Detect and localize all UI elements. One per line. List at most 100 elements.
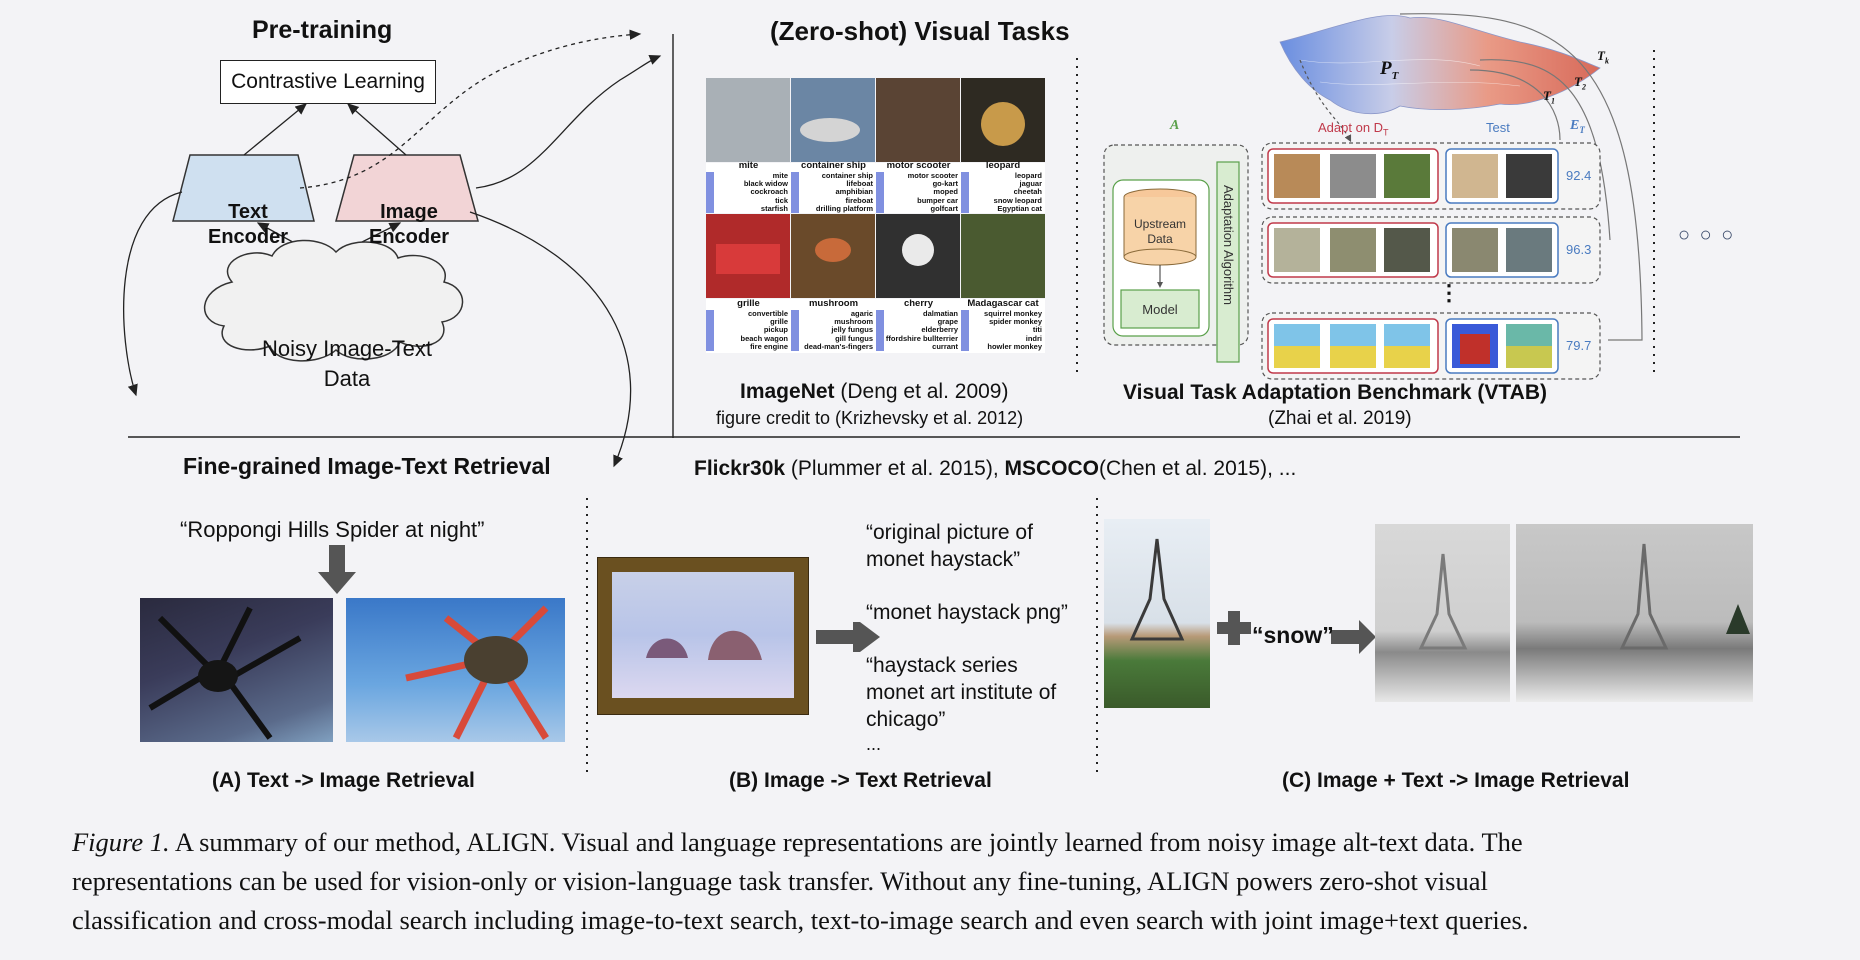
pred: cheetah [1013,187,1042,197]
imagenet-label: Madagascar cat [967,298,1039,309]
pred: bumper car [917,195,958,205]
imagenet-label: cherry [903,298,934,309]
image-encoder-word1: Image [380,201,438,223]
caption-line-1: Figure 1. A summary of our method, ALIGN… [72,823,1812,862]
pred: ffordshire bullterrier [885,333,958,343]
pred: cockroach [750,187,788,197]
pred: Egyptian cat [997,203,1042,213]
pred: mite [772,171,788,180]
label-a: (A) Text -> Image Retrieval [212,769,475,792]
snow-result-2 [1516,524,1753,702]
result-text: chicago” [866,708,946,731]
t2-sub: 2 [1581,82,1586,92]
e-text: E [1570,118,1580,133]
pred: amphibian [835,187,873,197]
pred: leopard [1014,171,1042,180]
figure-caption: Figure 1. A summary of our method, ALIGN… [72,823,1812,940]
tk-text: T [1597,48,1605,63]
pred: currant [932,341,958,351]
vtab-cite: (Zhai et al. 2019) [1268,408,1412,429]
model-label: Model [1142,302,1178,317]
query-text-a: “Roppongi Hills Spider at night” [180,517,485,542]
imagenet-label: motor scooter [886,160,951,171]
label-b: (B) Image -> Text Retrieval [729,769,992,792]
text-encoder-label: Text Encoder [193,200,303,250]
zeroshot-title: (Zero-shot) Visual Tasks [770,16,1070,46]
imagenet-grid [706,78,1045,353]
pred: grille [770,317,788,327]
image-encoder-shape [335,154,479,222]
adapt-sub: T [1383,127,1389,138]
noisy-data-word1: Noisy Image-Text [262,336,432,361]
caption-line-3: classification and cross-modal search in… [72,905,1529,935]
e-sub: T [1579,124,1585,135]
text-results-b: “original picture of monet haystack” “mo… [866,519,1068,755]
pred: dalmatian [922,309,958,318]
image-encoder-label: Image Encoder [353,200,465,250]
figure-number: Figure 1. [72,827,170,857]
result-text: “monet haystack png” [866,601,1068,624]
imagenet-top-labels: mite container ship motor scooter leopar… [706,160,1045,171]
pretraining-title: Pre-training [252,16,393,44]
pred: gill fungus [835,333,873,343]
contrastive-learning-box: Contrastive Learning [220,60,436,104]
pred: agaric [850,309,873,318]
upstream-data-label: Upstream Data [1124,217,1196,247]
mscoco-name: MSCOCO [1004,457,1100,480]
pred: squirrel monkey [984,309,1042,318]
pred: tick [775,195,788,205]
text-encoder-word2: Encoder [207,226,289,248]
pred: go-kart [932,179,958,189]
pt-text: P [1380,58,1392,79]
painting-canvas [612,572,794,698]
adaptation-algorithm-label: Adaptation Algorithm [1221,185,1236,305]
imagenet-label: mite [738,160,759,171]
tk-label: Tk [1597,48,1609,66]
imagenet-credit: figure credit to (Krizhevsky et al. 2012… [716,408,1024,428]
adapt-label: Adapt on DT [1318,120,1389,138]
spider-silhouette [148,606,302,740]
pred: dead-man's-fingers [804,341,873,351]
task-distribution-surface [1279,15,1601,115]
t2-text: T [1574,74,1582,89]
tk-sub: k [1604,56,1609,66]
imagenet-bottom-labels: grille mushroom cherry Madagascar cat [706,298,1045,309]
pred: container ship [821,171,873,180]
vtab-e-label: ET [1570,118,1585,135]
score-2: 96.3 [1566,242,1592,257]
pred: snow leopard [993,195,1042,205]
pred: starfish [760,203,788,213]
flickr-cite: (Plummer et al. 2015), [785,457,1005,480]
score-1: 92.4 [1566,168,1592,183]
vtab-caption: Visual Task Adaptation Benchmark (VTAB) [1123,381,1547,404]
vtab-vdots: ⋮ [1438,280,1460,305]
retrieval-datasets: Flickr30k (Plummer et al. 2015), MSCOCO(… [694,457,1296,481]
result-text: “original picture of [866,521,1033,544]
score-3: 79.7 [1566,338,1592,353]
model-box [1120,289,1200,329]
imagenet-cite: (Deng et al. 2009) [834,380,1009,403]
pred: fire engine [750,341,788,351]
pred: motor scooter [907,171,958,180]
haystack-shapes [646,630,762,660]
monet-painting [597,557,809,715]
eiffel-query-image [1104,519,1210,708]
pred: jelly fungus [831,325,873,335]
pred: lifeboat [846,179,873,189]
imagenet-label: container ship [801,160,866,171]
pt-label: PT [1380,58,1398,82]
noisy-data-word2: Data [323,366,371,391]
t1-sub: 1 [1550,96,1555,106]
pred: black widow [743,179,788,189]
text-encoder-shape [172,154,315,222]
down-arrow-a [329,545,345,575]
imagenet-label: grille [737,298,760,309]
t1-text: T [1543,88,1551,103]
spider-image-2 [346,598,565,742]
caption-line-2: representations can be used for vision-o… [72,866,1488,896]
pred: indri [1025,333,1042,343]
pred: spider monkey [989,317,1042,327]
